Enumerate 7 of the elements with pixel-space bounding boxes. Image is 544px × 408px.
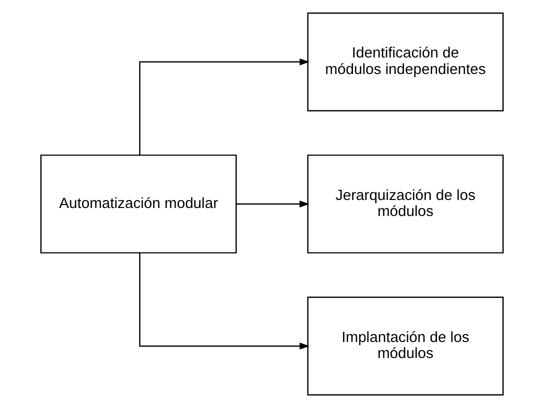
node-box: Jerarquización de los módulos [307, 154, 504, 254]
node-box: Automatización modular [40, 154, 237, 254]
node-box: Identificación de módulos independientes [307, 12, 504, 112]
node-box: Implantación de los módulos [307, 296, 504, 396]
arrow [139, 252, 310, 350]
arrow [139, 58, 310, 156]
arrow [236, 200, 310, 208]
